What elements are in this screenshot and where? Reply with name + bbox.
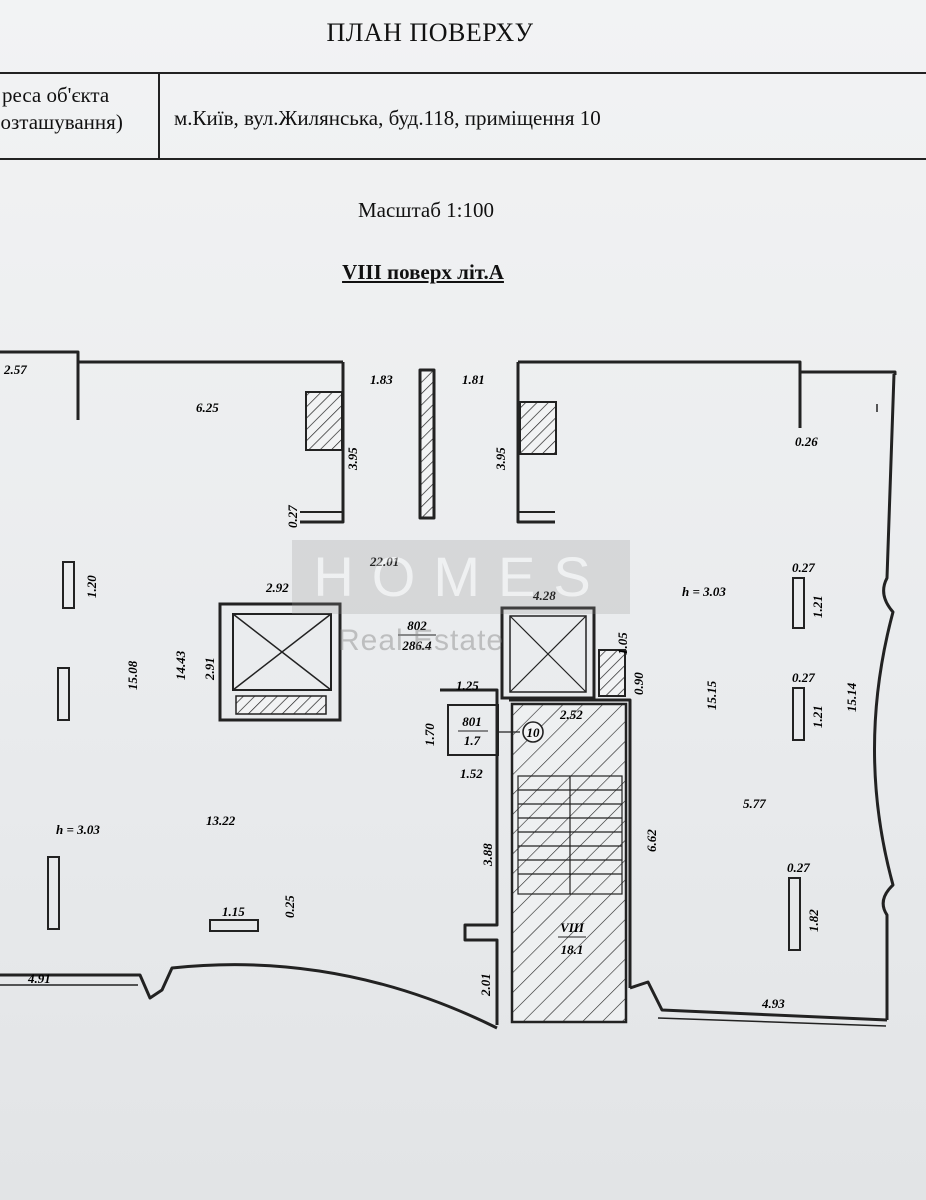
dim-1-20: 1.20 — [84, 575, 99, 598]
scale-label: Масштаб 1:100 — [357, 198, 494, 222]
dim-6-62: 6.62 — [644, 829, 659, 852]
dim-1-83: 1.83 — [370, 372, 393, 387]
dim-1-21-r1: 1.21 — [810, 595, 825, 618]
room-802-number: 802 — [407, 618, 427, 633]
room-801-area: 1.7 — [464, 733, 481, 748]
dim-1-05: 1.05 — [615, 632, 630, 655]
page-title: ПЛАН ПОВЕРХУ — [326, 18, 534, 47]
dim-2-57: 2.57 — [3, 362, 27, 377]
dim-3-88: 3.88 — [480, 843, 495, 867]
stair-flights — [517, 775, 623, 895]
dim-15-14: 15.14 — [844, 682, 859, 712]
dim-5-77: 5.77 — [743, 796, 766, 811]
address-label-line1: реса об'єкта — [2, 83, 110, 107]
dim-4-91: 4.91 — [27, 971, 51, 986]
outer-wall-bottom — [0, 963, 888, 1030]
outer-wall-top — [0, 350, 897, 524]
dim-1-70: 1.70 — [422, 723, 437, 746]
dim-2-91: 2.91 — [202, 657, 217, 681]
dim-14-43: 14.43 — [173, 650, 188, 680]
dim-0-25: 0.25 — [282, 895, 297, 918]
address-table: реса об'єкта розташування) м.Київ, вул.Ж… — [0, 72, 926, 160]
dim-15-15: 15.15 — [704, 680, 719, 710]
floor-label-text: VIII поверх літ.А — [342, 260, 504, 284]
dim-3-95-left: 3.95 — [345, 447, 360, 471]
room-viii-area: 18.1 — [561, 942, 584, 957]
column-right-small — [598, 649, 626, 697]
central-column — [418, 368, 436, 520]
dim-0-27-r1: 0.27 — [792, 560, 815, 575]
dim-2-01: 2.01 — [478, 973, 493, 997]
ceiling-height-right: h = 3.03 — [682, 584, 726, 599]
column-upper-right — [519, 401, 557, 455]
ceiling-height-left: h = 3.03 — [56, 822, 100, 837]
room-802-area: 286.4 — [401, 638, 432, 653]
dim-22-01: 22.01 — [369, 554, 399, 569]
dim-13-22: 13.22 — [206, 813, 236, 828]
dim-2-52: 2.52 — [559, 707, 583, 722]
dim-1-21-r2: 1.21 — [810, 705, 825, 728]
room-801-box — [447, 704, 499, 756]
elevator-right — [500, 606, 596, 700]
dim-0-90: 0.90 — [631, 672, 646, 695]
dim-1-82: 1.82 — [806, 909, 821, 932]
dim-1-52: 1.52 — [460, 766, 483, 781]
dim-0-27-r2: 0.27 — [792, 670, 815, 685]
dim-2-92: 2.92 — [265, 580, 289, 595]
unit-marker-label: 10 — [527, 725, 541, 740]
room-801-number: 801 — [462, 714, 482, 729]
address-label-line2: розташування) — [0, 110, 123, 134]
dim-3-95-right: 3.95 — [493, 447, 508, 471]
dim-4-93: 4.93 — [761, 996, 785, 1011]
stair-core — [510, 702, 628, 1024]
dim-1-25: 1.25 — [456, 678, 479, 693]
dim-6-25: 6.25 — [196, 400, 219, 415]
dim-0-26: 0.26 — [795, 434, 818, 449]
outer-wall-right — [873, 373, 896, 1020]
dim-1-81: 1.81 — [462, 372, 485, 387]
dim-4-28: 4.28 — [532, 588, 556, 603]
shaft-wall-right — [517, 368, 555, 522]
core-wall — [440, 688, 632, 1025]
pillars — [47, 561, 805, 951]
address-value: м.Київ, вул.Жилянська, буд.118, приміщен… — [174, 106, 601, 130]
address-label: реса об'єкта розташування) — [0, 74, 160, 158]
room-viii-number: VIII — [560, 920, 585, 935]
unit-marker-circle — [522, 721, 544, 743]
column-upper-left — [305, 391, 343, 451]
floor-label: VIII поверх літ.А — [0, 260, 846, 285]
dim-0-27-r3: 0.27 — [787, 860, 810, 875]
inner-bottom-double — [0, 984, 887, 1027]
elevator-left — [218, 602, 342, 722]
dim-15-08: 15.08 — [125, 660, 140, 690]
dim-0-27-top: 0.27 — [285, 505, 300, 528]
dim-1-15: 1.15 — [222, 904, 245, 919]
